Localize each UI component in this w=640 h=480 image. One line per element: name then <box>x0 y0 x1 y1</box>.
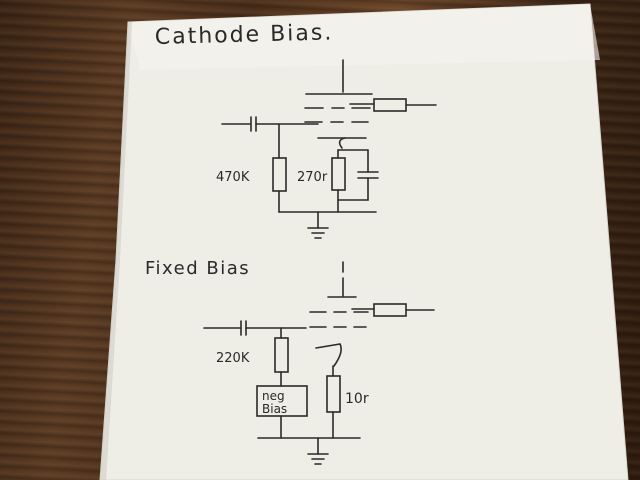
label-10r: 10r <box>345 391 369 407</box>
paper-shape <box>99 3 629 480</box>
label-270r: 270r <box>297 170 328 185</box>
cathode-bias-heading: Cathode Bias. <box>155 20 334 50</box>
label-470k: 470K <box>216 170 250 185</box>
label-220k: 220K <box>216 351 250 366</box>
fixed-bias-heading: Fixed Bias <box>145 258 250 279</box>
cathode-bias-schematic <box>221 59 437 239</box>
fixed-bias-schematic <box>203 261 435 465</box>
bias-box-line2: Bias <box>262 402 287 416</box>
negative-bias-supply-box <box>256 385 308 417</box>
bias-box-line1: neg <box>262 389 285 403</box>
